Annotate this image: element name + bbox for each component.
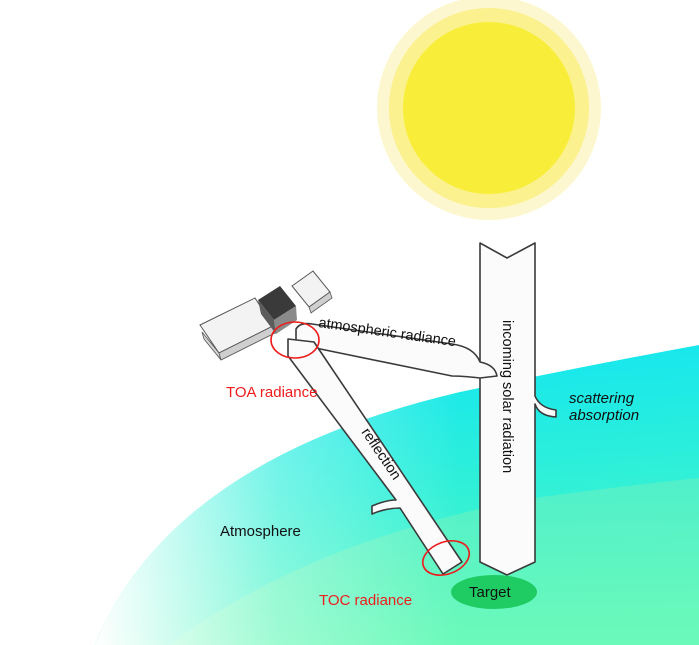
toc-marker <box>421 540 471 576</box>
target-area <box>451 575 537 609</box>
atmosphere-label: Atmosphere <box>220 523 301 540</box>
incoming-radiation-arrow <box>479 242 557 576</box>
toc-radiance-label: TOC radiance <box>319 592 412 609</box>
toa-radiance-label: TOA radiance <box>226 384 317 401</box>
reflection-arrow <box>287 338 463 575</box>
satellite-icon <box>199 270 333 361</box>
toa-marker <box>270 321 320 359</box>
scattering-label: scattering <box>569 390 635 407</box>
absorption-label: absorption <box>569 407 639 424</box>
incoming-radiation-label: incoming solar radiation <box>499 320 515 473</box>
target-label: Target <box>469 584 512 601</box>
sun-icon <box>377 0 601 220</box>
